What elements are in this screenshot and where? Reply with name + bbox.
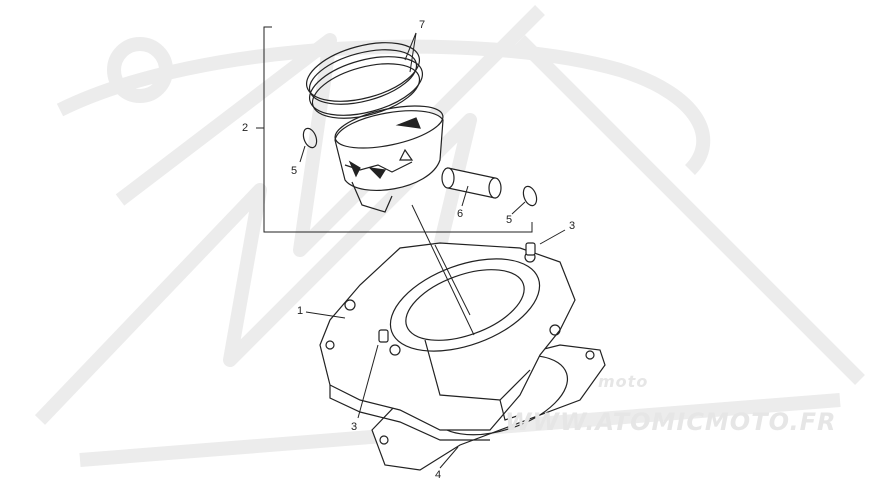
callout-7: 7 (419, 19, 426, 31)
piston (334, 105, 444, 213)
dowel-pins (378, 242, 536, 343)
circlips (302, 127, 538, 207)
bracket-item-2 (256, 26, 533, 233)
watermark-site: WWW.ATOMICMOTO.FR (505, 408, 837, 436)
callout-1: 1 (297, 305, 304, 317)
callout-2: 2 (242, 122, 249, 134)
leader-lines (299, 32, 566, 469)
piston-rings (305, 42, 424, 119)
callout-6: 6 (457, 208, 464, 220)
callout-4: 4 (435, 469, 442, 481)
callout-5-right: 5 (506, 214, 513, 226)
callout-3-top: 3 (569, 220, 576, 232)
callout-3-bottom: 3 (351, 421, 358, 433)
watermark-brand: moto (598, 372, 649, 391)
cylinder (319, 242, 576, 441)
piston-pin (441, 167, 502, 199)
callout-5-left: 5 (291, 165, 298, 177)
